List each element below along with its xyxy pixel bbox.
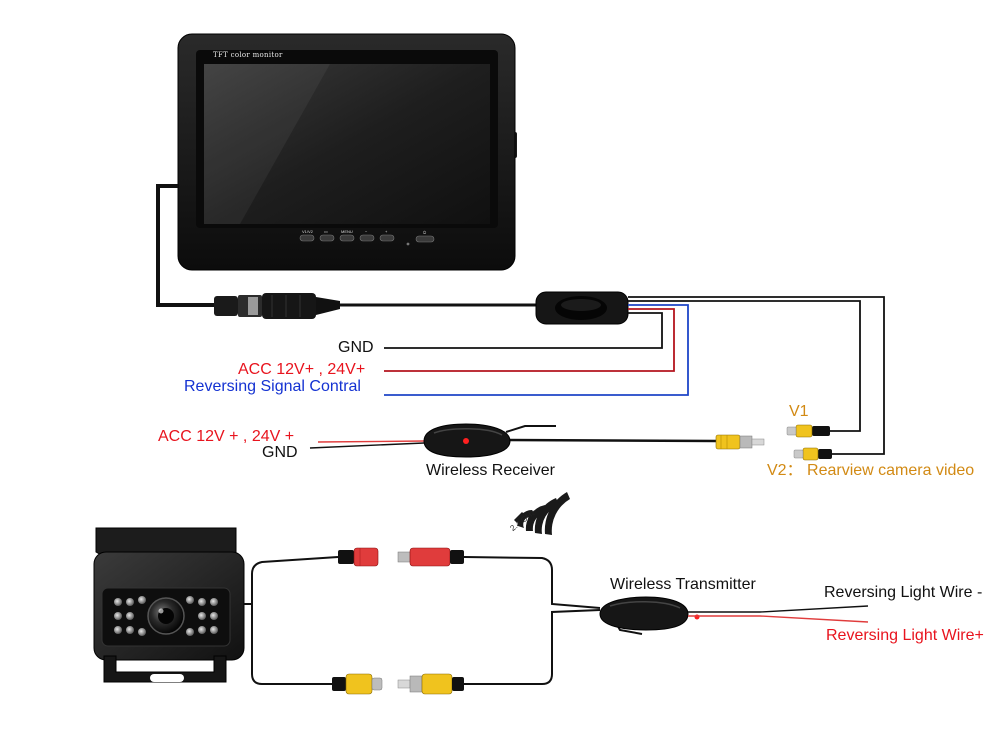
v2-wire [628,296,885,455]
wireless-receiver-module [423,423,511,458]
monitor-button-menu[interactable] [339,234,355,242]
tft-monitor [177,33,517,271]
monitor-button-v1v2[interactable] [299,234,315,242]
gnd-receiver-label: GND [262,444,298,461]
reversing-light-pos-label: Reversing Light Wire+ [826,627,984,644]
dc-power-female-connector [338,547,379,567]
v1-wire [628,300,861,432]
receiver-led [463,438,469,444]
camera-wires [244,556,601,685]
transmitter-led [694,614,700,620]
wireless-transmitter-label: Wireless Transmitter [610,576,756,593]
monitor-button-plus[interactable] [379,234,395,242]
btn-label-power: ⏻ [423,230,427,235]
transmitter-rca-male [397,673,464,695]
wireless-signal-icon [514,492,570,535]
reversing-light-wires [688,605,869,623]
gnd-wire [384,312,663,349]
monitor-button-minus[interactable] [359,234,375,242]
wireless-transmitter-module [599,596,700,631]
acc-wire [384,308,675,372]
rearview-camera [93,527,245,683]
v2-label: V2： Rearview camera video [767,462,975,479]
monitor-button-display[interactable] [319,234,335,242]
v1-rca-connector [786,424,830,438]
monitor-connector [214,293,340,319]
screen-glare [204,64,330,224]
acc-top-label: ACC 12V+ , 24V+ [238,361,366,378]
reversing-signal-label: Reversing Signal Contral [184,378,361,395]
acc-receiver-label: ACC 12V + , 24V + [158,428,295,445]
monitor-caption: TFT color monitor [213,51,283,59]
v1-label: V1 [789,403,809,420]
v2-rca-connector [793,447,832,461]
gnd-top-label: GND [338,339,374,356]
btn-label-plus: + [385,229,388,234]
monitor-ir-sensor [406,242,410,246]
btn-label-display: ▭ [324,229,328,234]
reversing-light-neg-label: Reversing Light Wire - [824,584,983,601]
receiver-wires [309,425,717,449]
junction-box [535,291,629,325]
wireless-receiver-label: Wireless Receiver [426,462,555,479]
btn-label-v1v2: V1/V2 [302,229,313,234]
btn-label-minus: − [365,229,368,234]
junction-fanout-wires [384,296,885,455]
dc-power-male-connector [397,547,464,567]
reversing-signal-wire [384,304,689,396]
monitor-button-power[interactable] [415,235,435,243]
btn-label-menu: MENU [341,229,353,234]
monitor-screen [204,64,490,224]
receiver-rca-plug [715,434,765,450]
camera-rca-female [332,673,383,695]
monitor-cable [156,184,218,307]
